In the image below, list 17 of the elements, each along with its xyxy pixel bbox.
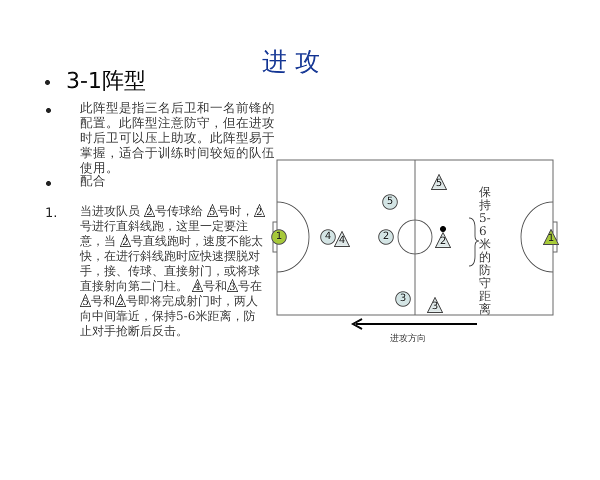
slide-title: 进攻 [262,46,328,78]
body-text: 配合 [80,173,106,188]
numbered-circle: 3 [395,291,411,307]
numbered-triangle: 2 [435,232,451,248]
numbered-triangle: 1 [543,229,559,245]
numbered-triangle: 4 [334,231,350,247]
body-text: 此阵型是指三名后卫和一名前锋的配置。此阵型注意防守，但在进攻时后卫可以压上助攻。此阵型易于掌握，适合于训练时间较短的队伍使用。 [80,100,276,175]
numbered-triangle: 5 [431,174,447,190]
numbered-circle: 1 [271,229,287,245]
numbered-circle: 4 [320,229,336,245]
distance-note: 保持5-6米的防守距离 [479,186,492,316]
numbered-triangle: 3 [427,297,443,313]
list-number: 1. [45,206,58,221]
heading-text: 3-1阵型 [66,68,146,96]
direction-label: 进攻方向 [390,332,426,346]
numbered-circle: 2 [378,229,394,245]
numbered-circle: 5 [382,194,398,210]
